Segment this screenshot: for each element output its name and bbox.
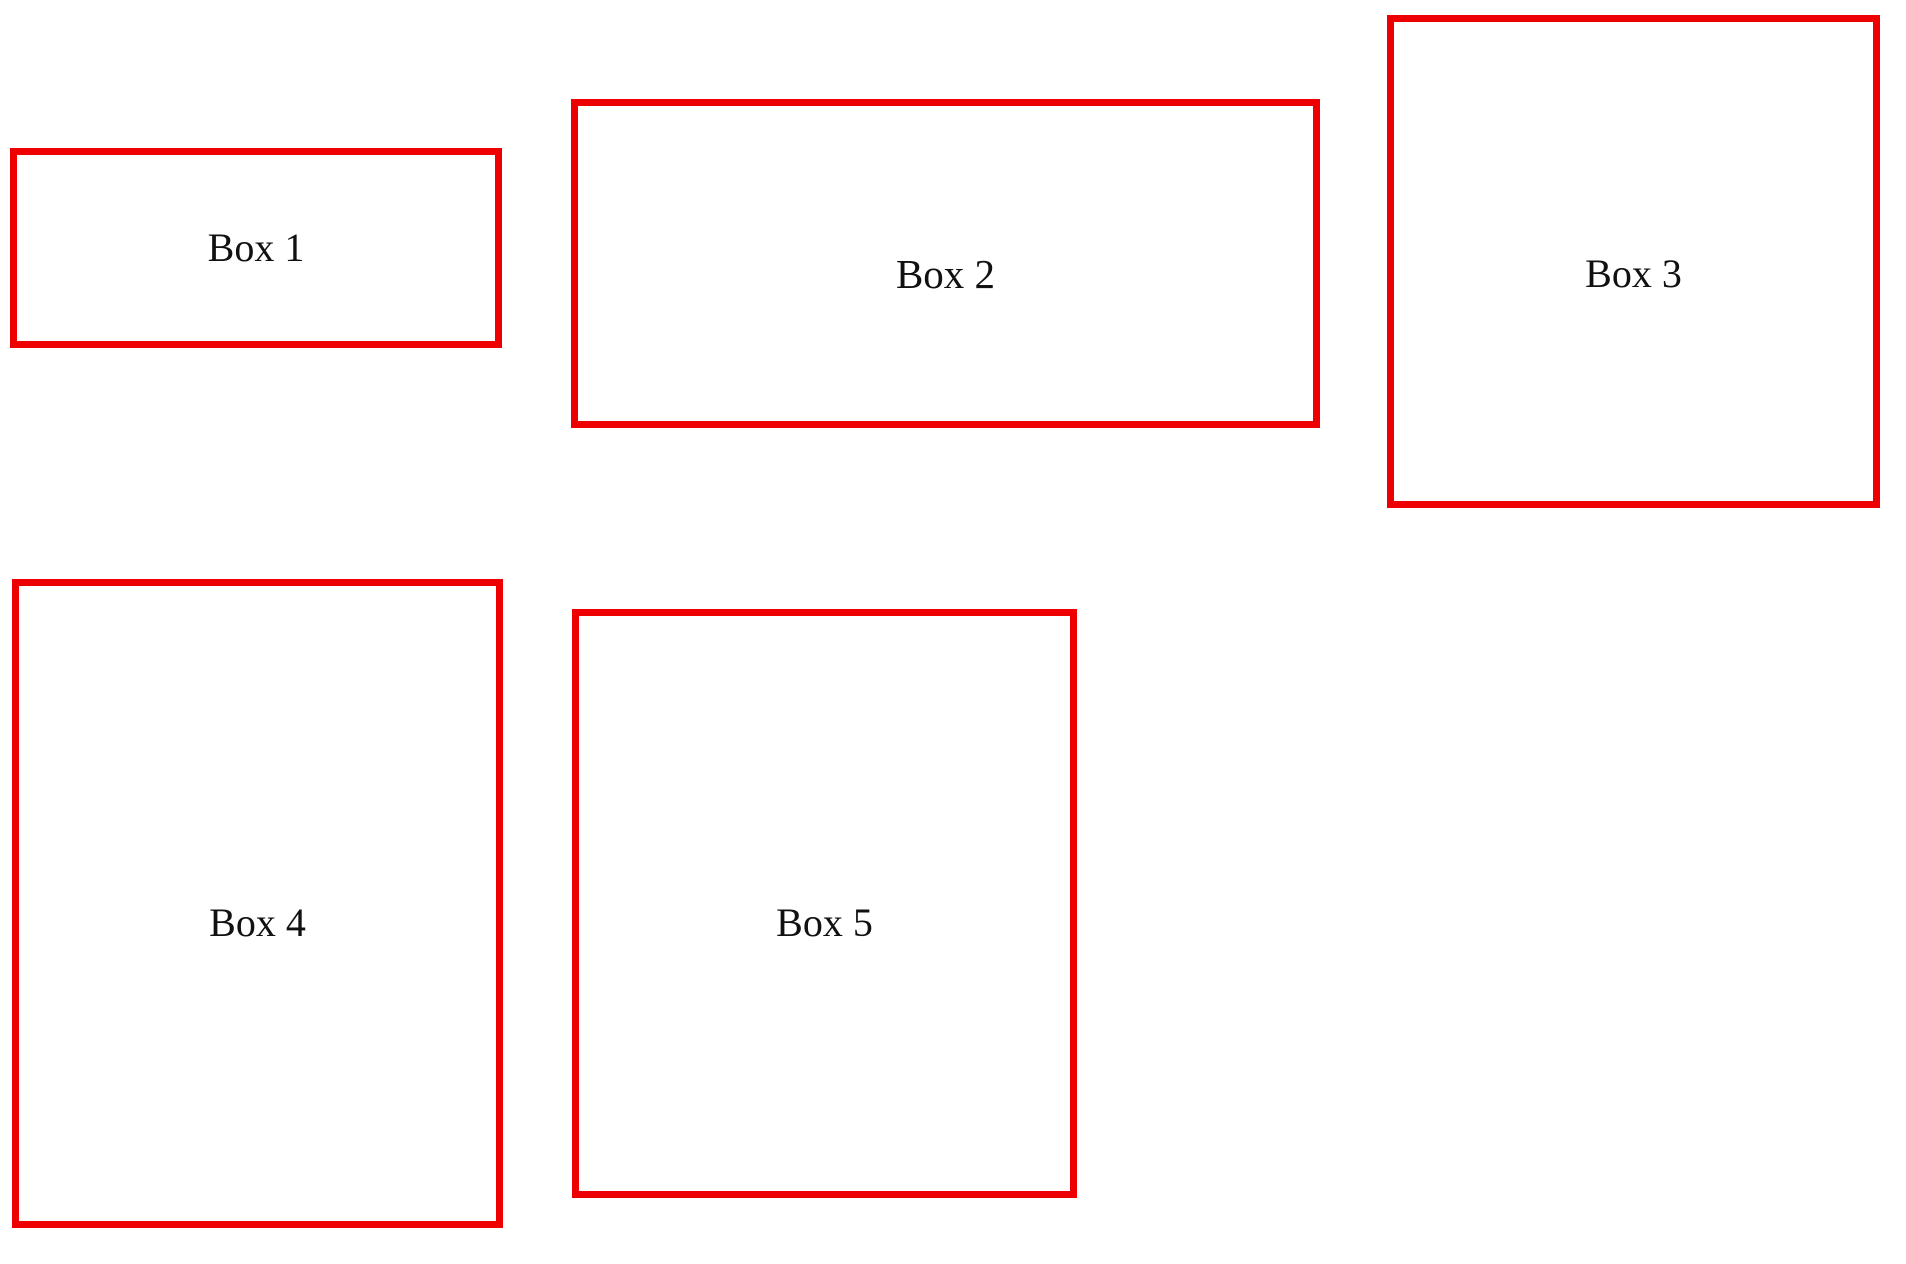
box-4-label: Box 4 xyxy=(209,900,306,945)
box-4[interactable]: Box 4 xyxy=(12,579,503,1228)
box-5-label: Box 5 xyxy=(776,900,873,945)
box-1[interactable]: Box 1 xyxy=(10,148,502,348)
box-5[interactable]: Box 5 xyxy=(572,609,1077,1198)
box-3[interactable]: Box 3 xyxy=(1387,15,1880,508)
box-1-label: Box 1 xyxy=(207,225,305,270)
box-2[interactable]: Box 2 xyxy=(571,99,1320,428)
box-3-label: Box 3 xyxy=(1585,251,1682,296)
box-2-label: Box 2 xyxy=(895,251,996,297)
